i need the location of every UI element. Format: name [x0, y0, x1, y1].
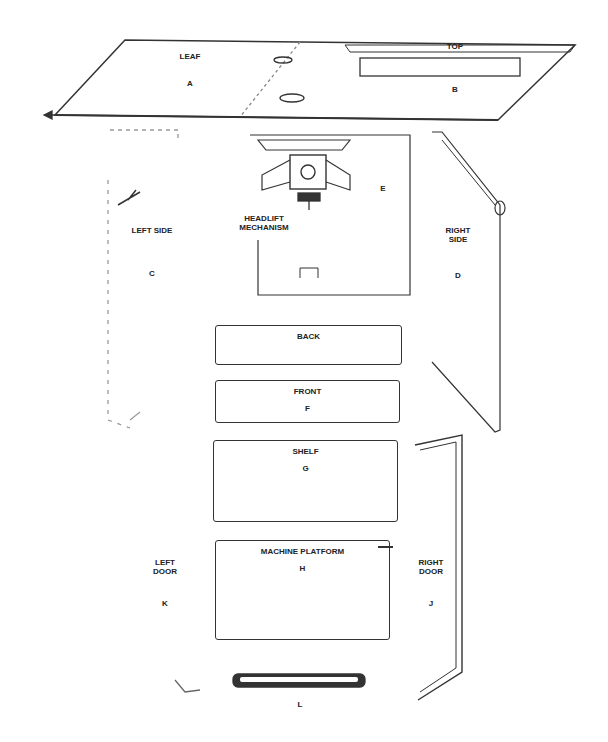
part-letter: A — [187, 79, 193, 88]
part-name: RIGHT SIDE — [436, 226, 480, 244]
left-door-panel: LEFT DOOR K — [135, 558, 195, 608]
left-side-panel: LEFT SIDE C — [125, 226, 179, 278]
headlift-label: HEADLIFT MECHANISM — [222, 214, 306, 232]
right-side-panel: RIGHT SIDE D — [430, 226, 486, 280]
part-name: TOP — [447, 42, 463, 51]
part-letter: E — [376, 184, 390, 193]
right-door-panel: RIGHT DOOR J — [405, 558, 457, 608]
part-name: MACHINE PLATFORM — [261, 547, 344, 556]
part-name: FRONT — [294, 387, 322, 396]
shelf-panel: SHELF G — [213, 440, 398, 522]
part-letter: F — [305, 404, 310, 413]
part-letter: D — [455, 271, 461, 280]
part-name: RIGHT DOOR — [409, 558, 453, 576]
part-letter: G — [302, 464, 308, 473]
part-name: BACK — [297, 332, 320, 341]
part-letter: B — [452, 85, 458, 94]
part-letter: K — [162, 599, 168, 608]
back-panel: BACK — [215, 325, 402, 365]
front-panel: FRONT F — [215, 380, 400, 423]
leaf-panel: LEAF A — [150, 52, 230, 88]
part-name: LEAF — [180, 52, 201, 61]
part-letter: C — [149, 269, 155, 278]
part-name: LEFT SIDE — [132, 226, 173, 235]
part-letter: J — [429, 599, 433, 608]
part-letter: L — [293, 700, 307, 709]
machine-platform-panel: MACHINE PLATFORM H — [215, 540, 390, 640]
part-letter: H — [300, 564, 306, 573]
part-name: SHELF — [292, 447, 318, 456]
part-name: LEFT DOOR — [143, 558, 187, 576]
top-panel: TOP B — [390, 42, 520, 94]
